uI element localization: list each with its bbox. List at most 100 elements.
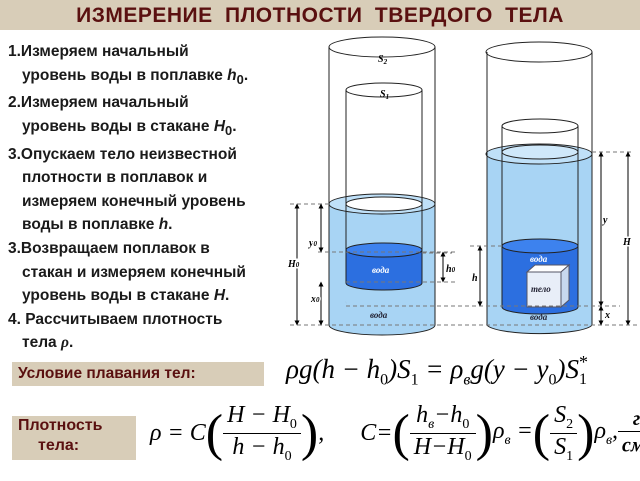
step-text: воды в поплавке bbox=[22, 216, 159, 234]
punct: . bbox=[243, 66, 249, 84]
step-text: 1.Измеряем начальный bbox=[8, 43, 189, 60]
step-text: 2.Измеряем начальный bbox=[8, 94, 189, 112]
formula-part: * bbox=[579, 352, 588, 372]
formula-paren: ) bbox=[475, 404, 493, 462]
formula-part: 1 bbox=[579, 371, 587, 389]
page-title: ИЗМЕРЕНИЕ ПЛОТНОСТИ ТВЕРДОГО ТЕЛА bbox=[0, 0, 640, 30]
formula-part: = ρ bbox=[418, 354, 464, 384]
numerator: hв−h0 bbox=[409, 402, 476, 434]
var: H bbox=[213, 117, 226, 135]
formula-part: ρg(h − h bbox=[286, 354, 381, 384]
label-s1: S1 bbox=[380, 89, 389, 101]
step-5-cont: тела ρ. bbox=[8, 331, 293, 355]
denominator: S1 bbox=[554, 433, 574, 464]
formula-part: 0 bbox=[380, 371, 389, 389]
numerator: H − H0 bbox=[223, 402, 301, 434]
formula-part: g(y − y bbox=[470, 354, 549, 384]
level-lines bbox=[290, 151, 640, 326]
steps-list: 1.Измеряем начальный уровень воды в попл… bbox=[8, 40, 293, 355]
label-H: H bbox=[622, 237, 632, 248]
unit-numerator: г bbox=[618, 408, 640, 433]
formula-paren: ( bbox=[392, 404, 410, 462]
step-1: 1.Измеряем начальный bbox=[8, 40, 293, 64]
density-label-line: Плотность bbox=[18, 417, 103, 434]
formula-paren: ( bbox=[532, 404, 551, 462]
step-text: уровень воды в поплавке bbox=[22, 66, 228, 84]
unit-fraction: г см3 bbox=[618, 408, 640, 458]
step-4: 3.Возвращаем поплавок в bbox=[8, 237, 293, 261]
var: h bbox=[227, 66, 237, 84]
step-text: 3.Возвращаем поплавок в bbox=[8, 239, 210, 257]
var: h bbox=[158, 216, 169, 234]
formula-part: )S bbox=[388, 354, 411, 384]
step-text: плотности в поплавок и bbox=[22, 169, 208, 187]
formula-part: )S bbox=[556, 354, 580, 384]
condition-label: Условие плавания тел: bbox=[12, 362, 264, 386]
right-glass bbox=[485, 41, 593, 335]
label-x0: x0 bbox=[310, 294, 320, 305]
diagram: S2 S1 y0 H0 x0 h0 h y H x вода вода вода… bbox=[286, 36, 640, 336]
var: H bbox=[213, 287, 226, 305]
step-text: 4. Рассчитываем плотность bbox=[8, 310, 223, 328]
step-text: тела bbox=[22, 334, 61, 352]
formula-part: , bbox=[318, 419, 325, 446]
formula-paren: ) bbox=[300, 404, 319, 462]
condition-formula: ρg(h − h0)S1 = ρвg(y − y0)S1* bbox=[286, 352, 588, 389]
label-water-glass-right: вода bbox=[530, 312, 548, 322]
formula-paren: ( bbox=[205, 404, 224, 462]
formula-part: C= bbox=[360, 419, 393, 446]
label-water-float-right: вода bbox=[530, 254, 548, 264]
denominator: h − h0 bbox=[232, 433, 292, 464]
body-cube bbox=[525, 263, 571, 309]
step-2: 2.Измеряем начальный bbox=[8, 91, 293, 115]
step-text: уровень воды в стакане bbox=[22, 117, 214, 135]
step-text: уровень воды в стакане bbox=[22, 287, 214, 305]
punct: . bbox=[168, 216, 173, 234]
punct: . bbox=[225, 287, 230, 305]
step-4-cont: уровень воды в стакане H. bbox=[8, 284, 293, 308]
formula-part: 1 bbox=[410, 371, 419, 389]
density-label-line: тела: bbox=[38, 437, 80, 454]
step-5: 4. Рассчитываем плотность bbox=[8, 308, 293, 332]
step-1-cont: уровень воды в поплавке h0. bbox=[8, 64, 293, 92]
formula-part: в bbox=[463, 371, 471, 389]
step-4-cont: стакан и измеряем конечный bbox=[8, 261, 293, 285]
label-body: тело bbox=[531, 284, 551, 294]
sub: 0 bbox=[225, 122, 233, 138]
formula-part: ρ = C bbox=[150, 419, 206, 446]
step-text: измеряем конечный уровень bbox=[22, 192, 246, 210]
sub: 0 bbox=[236, 71, 244, 87]
step-text: 3.Опускаем тело неизвестной bbox=[8, 145, 237, 163]
dimension-arrows bbox=[294, 151, 631, 326]
numerator: S2 bbox=[550, 402, 578, 434]
formula-part: ρв, bbox=[594, 417, 619, 448]
label-x: x bbox=[604, 310, 610, 321]
density-label: Плотность тела: bbox=[12, 416, 136, 460]
formula-part: ρв = bbox=[492, 417, 533, 448]
step-3-cont: воды в поплавке h. bbox=[8, 213, 293, 237]
label-s2: S2 bbox=[378, 54, 388, 66]
left-glass bbox=[328, 36, 436, 336]
label-h0: h0 bbox=[446, 264, 456, 275]
formula-paren: ) bbox=[577, 404, 595, 462]
denominator: H−H0 bbox=[413, 433, 472, 464]
label-H0: H0 bbox=[287, 259, 300, 270]
unit-denominator: см3 bbox=[622, 435, 640, 458]
step-3: 3.Опускаем тело неизвестной bbox=[8, 143, 293, 167]
label-y0: y0 bbox=[308, 238, 317, 249]
punct: . bbox=[232, 117, 237, 135]
punct: . bbox=[69, 334, 74, 352]
formula-part: 0 bbox=[548, 371, 557, 389]
step-3-cont: измеряем конечный уровень bbox=[8, 190, 293, 214]
step-2-cont: уровень воды в стакане H0. bbox=[8, 115, 293, 143]
label-water-float: вода bbox=[372, 265, 390, 275]
label-h: h bbox=[472, 273, 478, 284]
label-water-glass: вода bbox=[370, 310, 388, 320]
var: ρ bbox=[61, 334, 69, 352]
step-3-cont: плотности в поплавок и bbox=[8, 166, 293, 190]
label-y: y bbox=[602, 215, 608, 226]
